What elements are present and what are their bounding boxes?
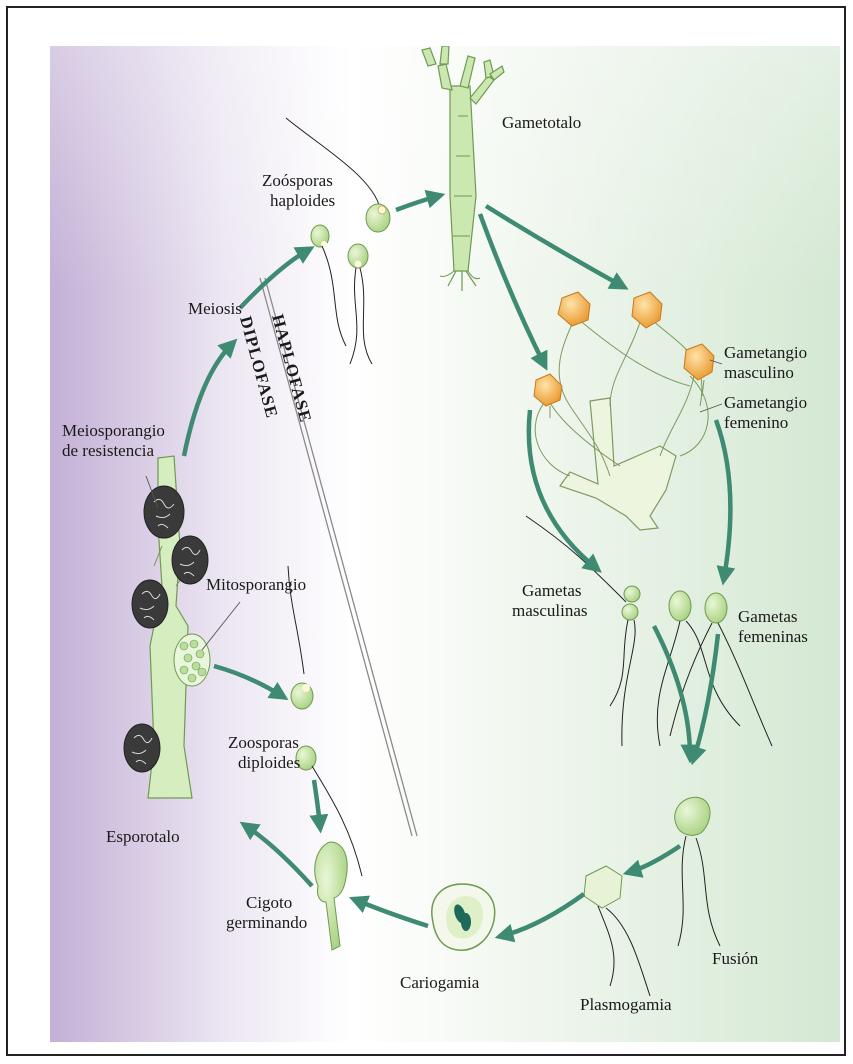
label-cigoto-2: germinando <box>226 913 307 932</box>
label-gametas-femeninas-1: Gametas <box>738 607 797 626</box>
label-gametotalo: Gametotalo <box>502 113 581 132</box>
label-meiosporangio-2: de resistencia <box>62 441 154 460</box>
label-gametangio-femenino-1: Gametangio <box>724 393 807 412</box>
figure-frame: Gametotalo Zoósporas haploides Meiosis G… <box>6 6 846 1056</box>
label-esporotalo: Esporotalo <box>106 827 180 846</box>
label-gametangio-femenino-2: femenino <box>724 413 788 432</box>
life-cycle-panel: Gametotalo Zoósporas haploides Meiosis G… <box>50 46 840 1042</box>
label-zoosporas-diploides-1: Zoosporas <box>228 733 299 752</box>
life-cycle-diagram: Gametotalo Zoósporas haploides Meiosis G… <box>50 46 840 1042</box>
label-cigoto-1: Cigoto <box>246 893 292 912</box>
label-meiosis: Meiosis <box>188 299 242 318</box>
label-gametas-masculinas-2: masculinas <box>512 601 588 620</box>
label-fusion: Fusión <box>712 949 759 968</box>
label-meiosporangio-1: Meiosporangio <box>62 421 165 440</box>
label-zoosporas-haploides-2: haploides <box>270 191 335 210</box>
label-zoosporas-haploides-1: Zoósporas <box>262 171 333 190</box>
label-gametangio-masculino-2: masculino <box>724 363 794 382</box>
label-gametangio-masculino-1: Gametangio <box>724 343 807 362</box>
label-mitosporangio: Mitosporangio <box>206 575 306 594</box>
label-cariogamia: Cariogamia <box>400 973 480 992</box>
mitosporangium <box>174 634 210 686</box>
label-gametas-masculinas-1: Gametas <box>522 581 581 600</box>
label-zoosporas-diploides-2: diploides <box>238 753 300 772</box>
label-gametas-femeninas-2: femeninas <box>738 627 808 646</box>
label-plasmogamia: Plasmogamia <box>580 995 672 1014</box>
